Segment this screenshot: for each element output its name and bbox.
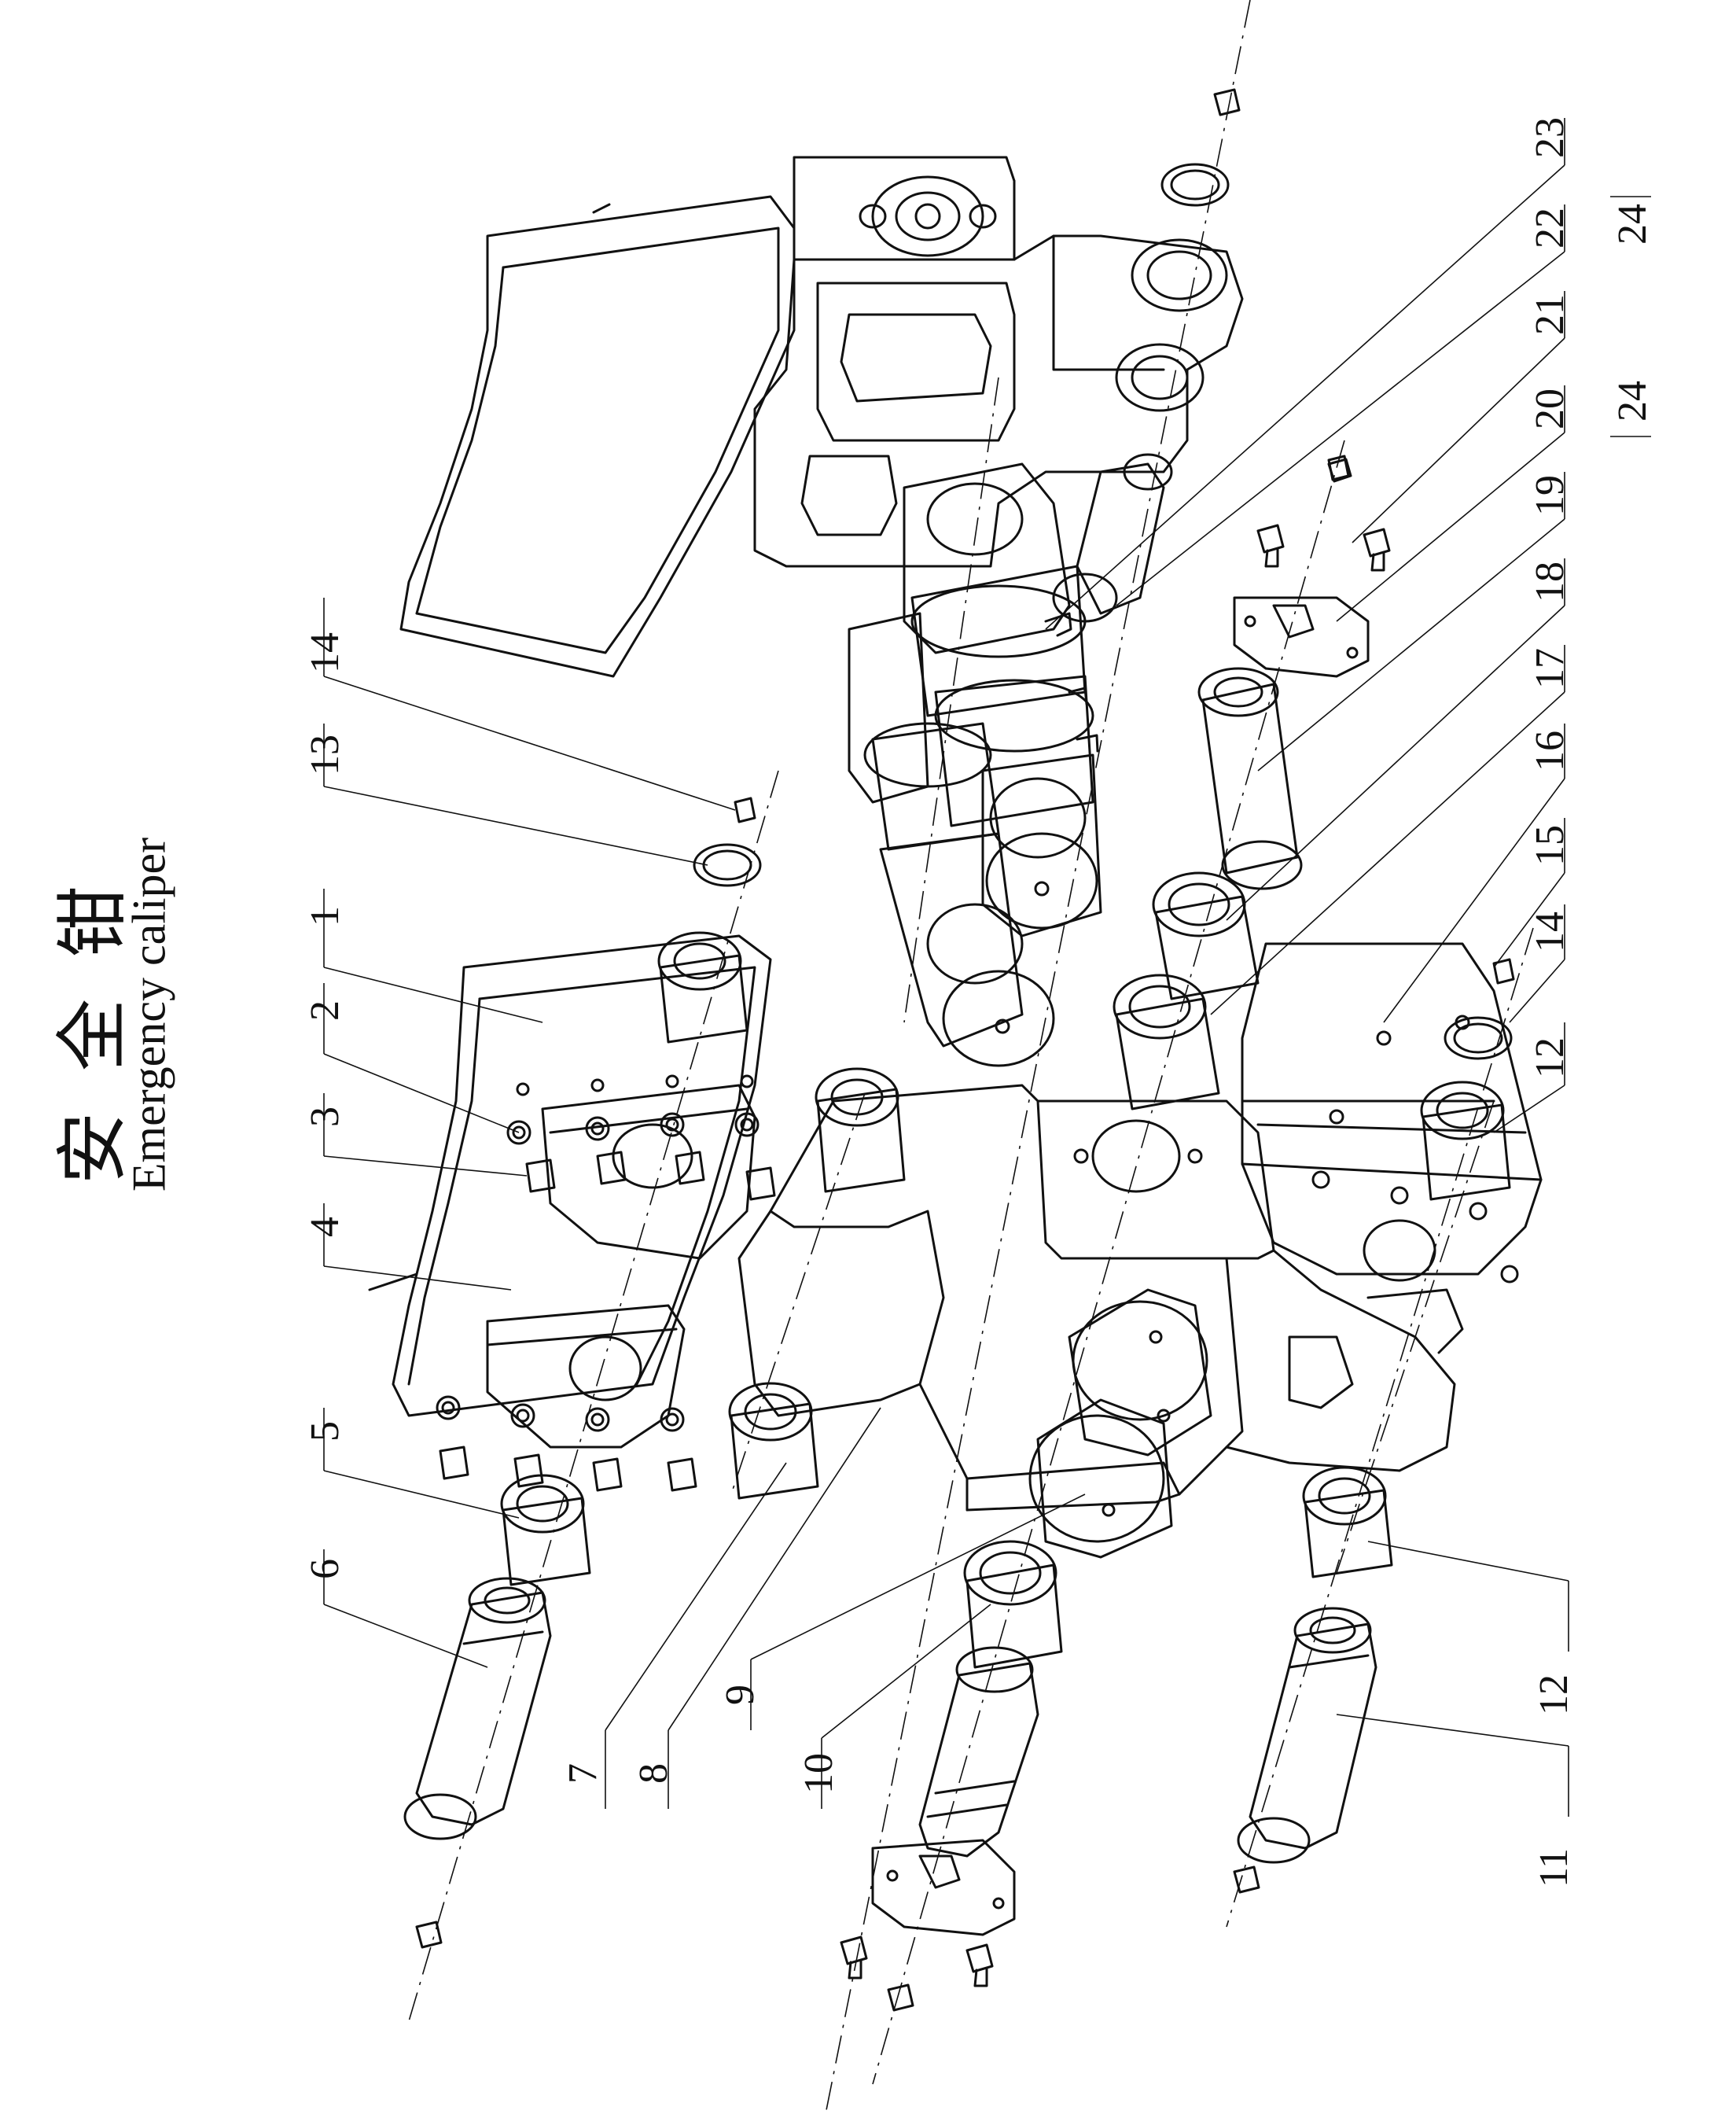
bushing-12-lower (1302, 1466, 1393, 1578)
fitting-top-right (1213, 88, 1241, 116)
bushing-5 (500, 1474, 591, 1586)
center-lines (408, 0, 1534, 2114)
callout-7: 7 (561, 1763, 605, 1784)
leader-lines (323, 118, 1651, 1817)
pin-17 (1197, 667, 1303, 890)
callout-24: 24 (1610, 381, 1655, 422)
callout-13-a: 13 (303, 735, 348, 775)
callout-6: 6 (303, 1559, 348, 1579)
upper-brake-pad (399, 195, 796, 678)
upper-caliper-body (753, 156, 1244, 568)
fitting-center-bottom (887, 1983, 914, 2012)
bushing-7-lower (728, 1382, 819, 1500)
callout-22: 23 (1528, 117, 1572, 158)
callout-12-a: 12 (1528, 1037, 1572, 1078)
pin-11 (1237, 1607, 1377, 1864)
callout-10: 10 (796, 1753, 841, 1794)
callout-16: 17 (1528, 648, 1572, 689)
bolts-19 (1256, 458, 1391, 572)
retaining-plate-18 (1233, 596, 1370, 678)
callout-14-b: 15 (1528, 825, 1572, 866)
bushing-16 (1152, 871, 1260, 1000)
upper-right-rod (1052, 453, 1173, 623)
callout-4: 4 (303, 1217, 348, 1237)
callout-13-b: 14 (1528, 912, 1572, 952)
callout-23: 24 (1610, 204, 1655, 245)
callout-15: 16 (1528, 731, 1572, 772)
lower-caliper-body-8 (737, 1084, 1464, 1559)
bushing-15 (1113, 974, 1220, 1110)
callout-8: 8 (631, 1763, 676, 1784)
callout-20: 21 (1528, 294, 1572, 335)
pin-lower-center (918, 1646, 1039, 1858)
bushing-upper-left (657, 931, 748, 1044)
callout-5: 5 (303, 1421, 348, 1442)
callout-11: 11 (1532, 1848, 1576, 1888)
callout-9: 9 (718, 1685, 763, 1705)
snap-ring-13-lower (1444, 1016, 1513, 1060)
fitting-left-bottom (415, 1921, 443, 1949)
bushing-12-upper (1420, 1081, 1511, 1201)
retaining-plate-lower (871, 1839, 1016, 1936)
snap-ring-top-right (1160, 163, 1230, 207)
bushing-10 (963, 1540, 1063, 1669)
wedge-block-lower (436, 1304, 697, 1492)
pin-6 (403, 1577, 552, 1840)
callout-17: 18 (1528, 562, 1572, 602)
callout-1: 1 (303, 906, 348, 926)
callout-21: 22 (1528, 208, 1572, 249)
central-shaft-assembly (848, 462, 1102, 1067)
callout-12-b: 12 (1532, 1674, 1576, 1715)
callout-2: 2 (303, 1000, 348, 1021)
bolts-lower-left (840, 1935, 994, 1987)
fitting-14-upper (734, 797, 756, 823)
callout-19: 20 (1528, 389, 1572, 429)
callout-labels: 14 13 1 2 3 4 5 6 7 8 9 10 11 12 12 14 1… (303, 117, 1655, 1888)
fitting-14-lower (1492, 958, 1515, 985)
callout-18: 19 (1528, 475, 1572, 516)
callout-3: 3 (303, 1107, 348, 1127)
bushing-7-upper (815, 1067, 906, 1193)
fitting-11-bottom (1233, 1865, 1260, 1894)
lower-brake-pad (368, 934, 772, 1417)
wedge-block-upper (506, 1074, 776, 1260)
callout-14-a: 14 (303, 632, 348, 673)
cylinder-housing-14 (1241, 942, 1543, 1284)
